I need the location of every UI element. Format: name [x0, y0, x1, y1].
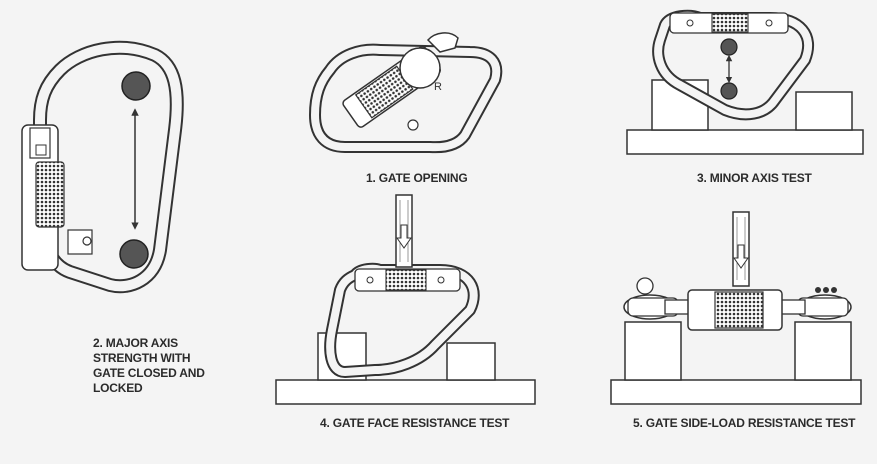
gate-rivet [82, 236, 92, 246]
caption-major-axis-line: STRENGTH WITH [93, 351, 191, 365]
minor-bottom-pin [720, 82, 738, 100]
right-block [795, 91, 853, 131]
gate-face-test [275, 194, 536, 405]
gate-side-load-test [610, 211, 862, 405]
caption-gate-side-load: 5. GATE SIDE-LOAD RESISTANCE TEST [633, 416, 856, 430]
down-arrow-icon [396, 224, 412, 249]
test-base [275, 379, 536, 405]
bottom-pin [119, 239, 149, 269]
radius-label: R [434, 81, 442, 93]
gate-opening-carabiner: R [309, 32, 503, 154]
caption-major-axis-line: LOCKED [93, 381, 143, 395]
caption-major-axis-line: GATE CLOSED AND [93, 366, 205, 380]
major-axis-carabiner [21, 40, 184, 294]
locking-sleeve [714, 291, 764, 329]
test-base [610, 379, 862, 405]
test-base [626, 129, 864, 155]
caption-gate-opening: 1. GATE OPENING [366, 171, 468, 185]
locking-sleeve [35, 161, 65, 228]
top-pin [121, 71, 151, 101]
minor-axis-test [626, 9, 864, 155]
caption-minor-axis: 3. MINOR AXIS TEST [697, 171, 812, 185]
caption-major-axis-line: 2. MAJOR AXIS [93, 336, 178, 350]
gate-opening-circle [399, 47, 441, 89]
down-arrow-icon [733, 244, 749, 269]
caption-major-axis: 2. MAJOR AXIS STRENGTH WITH GATE CLOSED … [93, 336, 213, 396]
caption-gate-face: 4. GATE FACE RESISTANCE TEST [320, 416, 510, 430]
minor-top-pin [720, 38, 738, 56]
